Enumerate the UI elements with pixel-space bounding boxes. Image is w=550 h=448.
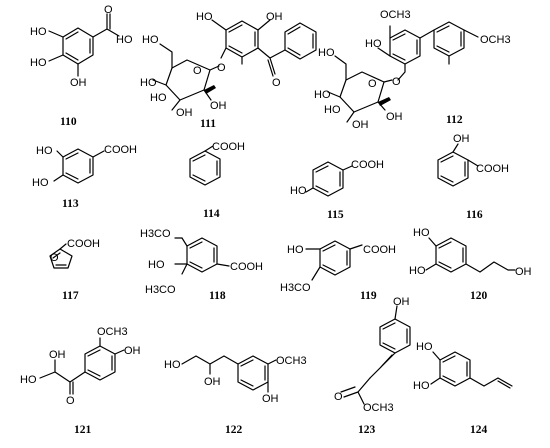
compound-number: 116 <box>466 209 483 221</box>
compound-number: 123 <box>358 424 376 436</box>
atom-label: O <box>368 78 377 90</box>
atom-label: HO <box>365 38 382 50</box>
compound-number: 112 <box>446 114 463 126</box>
atom-label: HO <box>413 227 430 239</box>
compound-114: COOH 114 <box>189 141 245 220</box>
atom-label: HO <box>150 92 167 104</box>
compound-118: H3CO HO H3CO COOH 118 <box>140 228 263 302</box>
atom-label: HO <box>20 374 37 386</box>
atom-label: HO <box>409 265 426 277</box>
atom-label: HO <box>32 177 49 189</box>
compound-115: HO COOH 115 <box>290 159 384 221</box>
atom-label: H3CO <box>140 228 171 240</box>
compound-number: 124 <box>470 424 488 436</box>
atom-label: HO <box>148 259 165 271</box>
atom-label: COOH <box>67 238 100 250</box>
atom-label: OH <box>210 100 227 112</box>
atom-label: HO <box>314 89 331 101</box>
atom-label: OH <box>453 133 470 145</box>
atom-label: HO <box>324 104 341 116</box>
atom-label: HO <box>196 11 213 23</box>
atom-label: OCH3 <box>363 402 394 414</box>
atom-label: HO <box>318 47 335 59</box>
atom-label: H3CO <box>145 284 176 296</box>
atom-label: O <box>193 65 202 77</box>
compound-122: HO OH OCH3 OH 122 <box>164 355 307 436</box>
compound-number: 111 <box>200 118 216 130</box>
atom-label: O <box>50 252 59 264</box>
atom-label: OCH3 <box>380 9 411 21</box>
atom-label: O <box>272 77 281 89</box>
atom-label: OCH3 <box>276 355 307 367</box>
compound-number: 114 <box>203 208 220 220</box>
compound-number: 119 <box>360 290 377 302</box>
atom-label: OCH3 <box>480 34 511 46</box>
atom-label: O <box>104 4 113 16</box>
atom-label: HO <box>416 341 433 353</box>
compound-121: OCH3 OH OH HO O 121 <box>20 326 141 436</box>
atom-label: HO <box>413 380 430 392</box>
atom-label: OH <box>266 11 283 23</box>
compound-116: OH COOH 116 <box>437 133 509 221</box>
atom-label: HO <box>290 185 307 197</box>
atom-label: OH <box>352 119 369 131</box>
atom-label: HO <box>140 77 157 89</box>
atom-label: HO <box>142 34 159 46</box>
compound-120: HO HO OH 120 <box>409 227 532 302</box>
compound-number: 117 <box>62 290 79 302</box>
compound-111: HO OH O HO O O HO HO OH OH 111 <box>140 11 317 130</box>
compound-119: HO H3CO COOH 119 <box>280 240 396 302</box>
compound-number: 121 <box>74 424 92 436</box>
atom-label: H3CO <box>280 282 311 294</box>
atom-label: O <box>392 76 401 88</box>
atom-label: OH <box>176 107 193 119</box>
atom-label: OCH3 <box>97 326 128 338</box>
atom-label: COOH <box>476 163 509 175</box>
atom-label: OH <box>204 376 221 388</box>
atom-label: OH <box>49 349 66 361</box>
atom-label: O <box>334 391 343 403</box>
atom-label: OH <box>515 266 532 278</box>
atom-label: COOH <box>104 144 137 156</box>
atom-label: HO <box>30 26 47 38</box>
compound-number: 115 <box>327 209 344 221</box>
atom-label: COOH <box>230 261 263 273</box>
compound-123: OH O OCH3 123 <box>334 296 411 436</box>
atom-label: COOH <box>351 159 384 171</box>
compound-117: O COOH 117 <box>49 238 100 302</box>
atom-label: O <box>217 62 226 74</box>
atom-label: HO <box>30 57 47 69</box>
atom-label: OH <box>124 345 141 357</box>
atom-label: HO <box>287 244 304 256</box>
compound-113: HO HO COOH 113 <box>32 144 137 210</box>
compound-110: HO HO OH HO O 110 <box>30 4 133 128</box>
compound-number: 113 <box>62 198 79 210</box>
atom-label: OH <box>393 296 410 308</box>
compound-number: 122 <box>225 424 243 436</box>
atom-label: OH <box>386 111 403 123</box>
compound-number: 118 <box>209 290 226 302</box>
compound-number: 120 <box>470 290 488 302</box>
atom-label: HO <box>36 145 53 157</box>
atom-label: COOH <box>363 244 396 256</box>
compound-124: HO HO 124 <box>413 341 513 436</box>
compound-112: OCH3 OCH3 HO HO O O HO HO OH OH 112 <box>314 9 511 131</box>
compound-number: 110 <box>60 116 77 128</box>
atom-label: OH <box>70 77 87 89</box>
atom-label: O <box>66 395 75 407</box>
atom-label: OH <box>262 393 279 405</box>
atom-label: HO <box>164 359 181 371</box>
atom-label: COOH <box>212 141 245 153</box>
atom-label: HO <box>116 34 133 46</box>
